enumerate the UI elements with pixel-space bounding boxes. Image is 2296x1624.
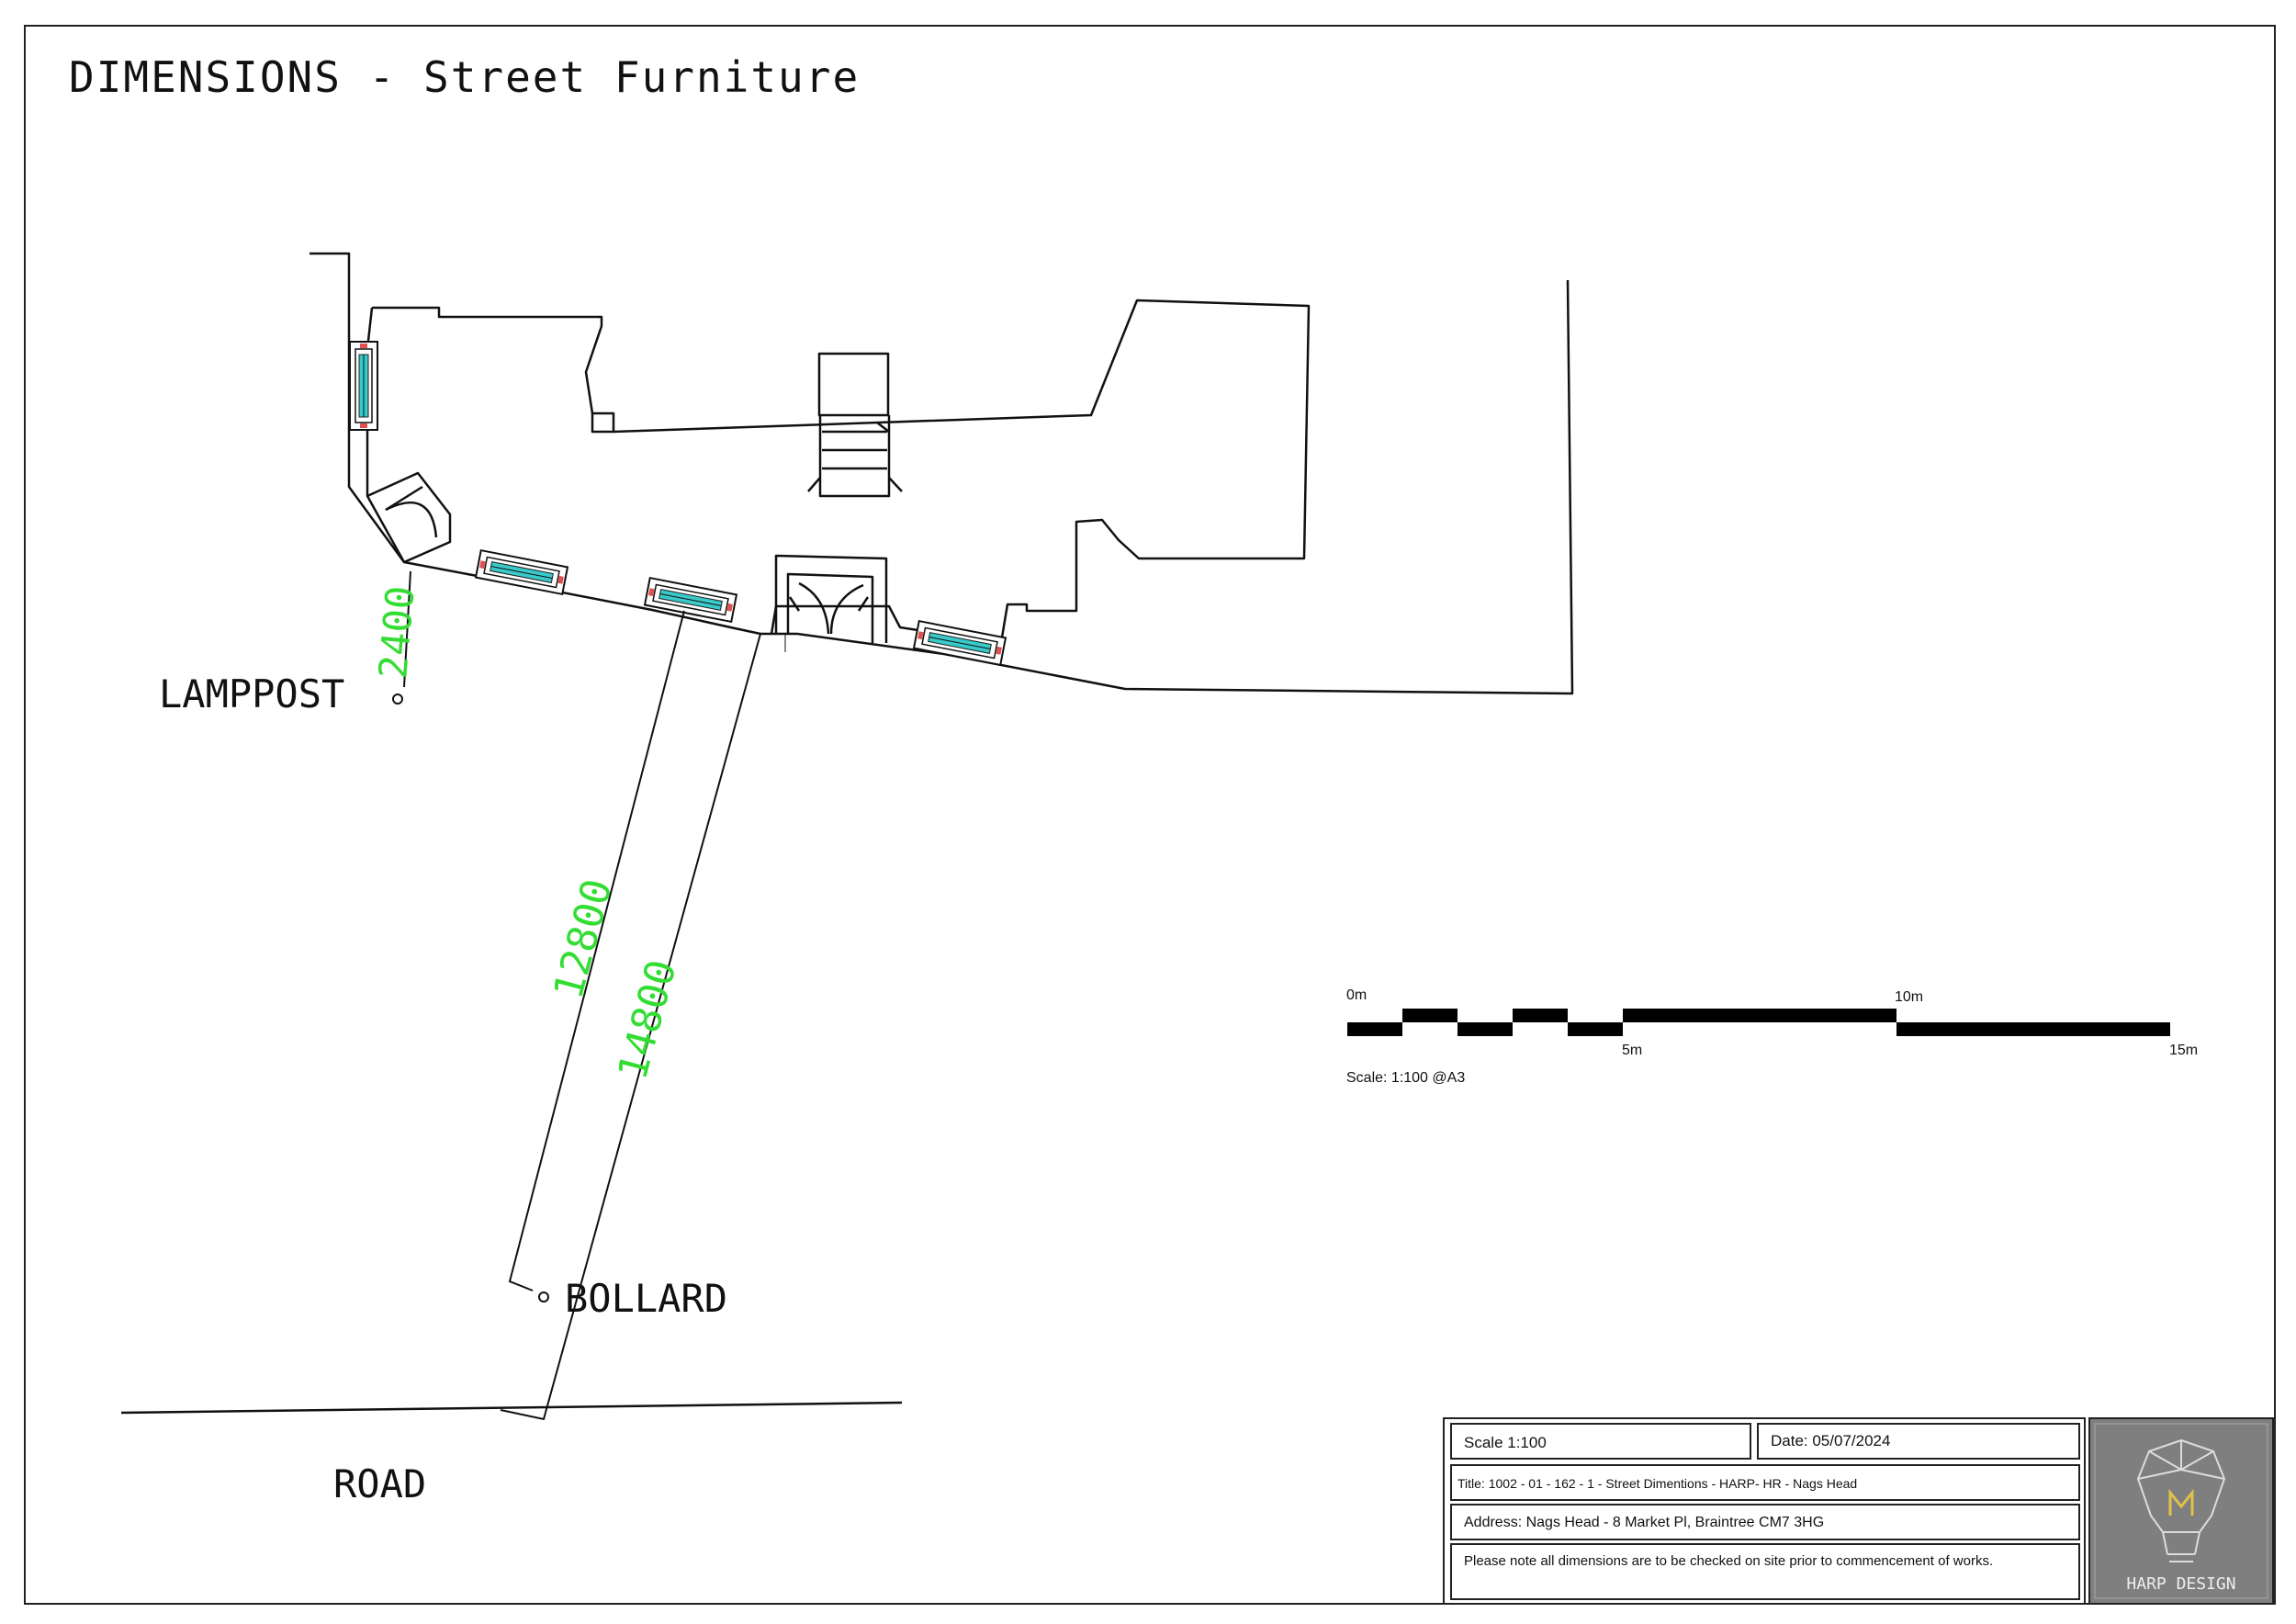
dimension-12800: 12800 (545, 874, 622, 1004)
title-block (1443, 1417, 2086, 1605)
title-block-title: Title: 1002 - 01 - 162 - 1 - Street Dime… (1458, 1476, 1857, 1491)
scale-bar: 0m 10m 5m 15m Scale: 1:100 @A3 (1346, 987, 2198, 1086)
title-block-note: Please note all dimensions are to be che… (1464, 1553, 1993, 1569)
sheet-border (24, 25, 2276, 1605)
title-block-date: Date: 05/07/2024 (1771, 1432, 1890, 1449)
scale-tick-10: 10m (1895, 989, 1923, 1005)
road-label: ROAD (333, 1461, 426, 1506)
harp-design-logo: HARP DESIGN (2088, 1417, 2274, 1605)
lamppost-label: LAMPPOST (159, 671, 344, 716)
dimension-14800: 14800 (609, 955, 686, 1085)
title-block-address: Address: Nags Head - 8 Market Pl, Braint… (1464, 1515, 1824, 1530)
scale-tick-15: 15m (2169, 1043, 2198, 1058)
scale-tick-5: 5m (1622, 1043, 1642, 1058)
road-edge (120, 1401, 903, 1415)
dimension-lines (403, 570, 786, 1421)
title-block-scale: Scale 1:100 (1464, 1434, 1547, 1451)
dimension-2400: 2400 (370, 584, 423, 681)
lamppost-marker (392, 694, 403, 705)
scale-note: Scale: 1:100 @A3 (1346, 1070, 1465, 1086)
bollard-marker (538, 1291, 549, 1303)
page-title: DIMENSIONS - Street Furniture (69, 52, 860, 102)
scale-tick-0: 0m (1346, 987, 1367, 1003)
bollard-label: BOLLARD (565, 1276, 727, 1321)
logo-text: HARP DESIGN (2126, 1574, 2235, 1594)
